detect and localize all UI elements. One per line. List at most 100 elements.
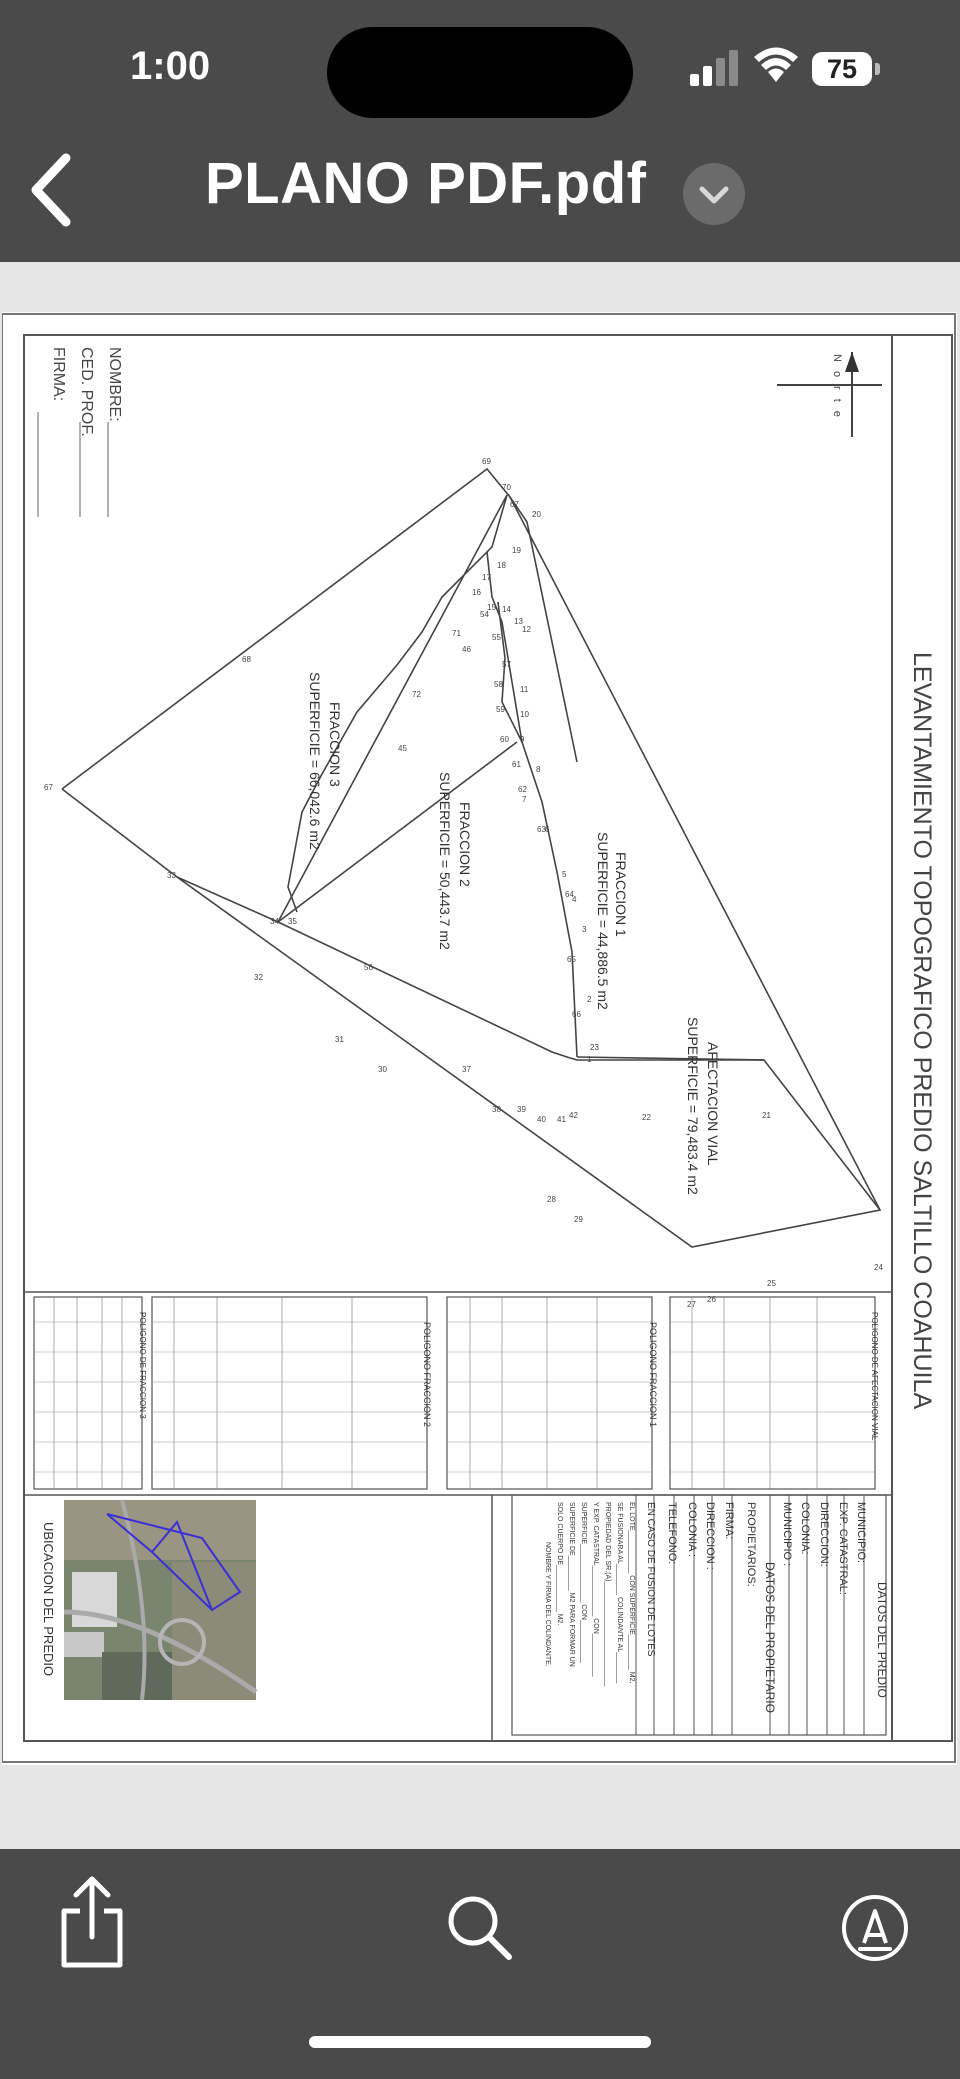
north-label: Norte	[831, 354, 843, 426]
svg-text:31: 31	[335, 1035, 344, 1044]
svg-text:15: 15	[487, 603, 496, 612]
topographic-plan: LEVANTAMIENTO TOPOGRAFICO PREDIO SALTILL…	[2, 313, 956, 1763]
prop-colonia2: COLONIA :	[686, 1502, 698, 1557]
owner-data-block: DATOS DEL PREDIO MUNICIPIO: EXP. CATASTR…	[511, 1494, 889, 1736]
svg-text:54: 54	[480, 610, 489, 619]
svg-text:3: 3	[582, 925, 587, 934]
share-icon[interactable]	[52, 1873, 132, 1973]
svg-text:65: 65	[567, 955, 576, 964]
table-afectacion-title: POLIGONO DE AFECTACION VIAL	[870, 1312, 879, 1441]
svg-text:22: 22	[642, 1113, 651, 1122]
cellular-signal-icon	[690, 50, 738, 86]
svg-text:33: 33	[167, 871, 176, 880]
svg-text:2: 2	[587, 995, 592, 1004]
svg-text:67: 67	[44, 783, 53, 792]
svg-text:57: 57	[502, 660, 511, 669]
tables-region: POLIGONO DE AFECTACION VIAL POLIGONO FRA…	[33, 1296, 879, 1490]
table-fraccion-3-title: POLIGONO DE FRACCION 3	[138, 1312, 147, 1419]
predio-exp: EXP. CATASTRAL:	[837, 1502, 849, 1595]
svg-text:60: 60	[500, 735, 509, 744]
prop-colonia: COLONIA:	[799, 1502, 811, 1555]
svg-text:18: 18	[497, 561, 506, 570]
svg-text:55: 55	[492, 633, 501, 642]
fusion-line-4: Y EXP. CATASTRAL_____________ CON_______…	[592, 1502, 599, 1677]
afectacion-name: AFECTACION VIAL	[705, 1042, 721, 1166]
svg-text:13: 13	[514, 617, 523, 626]
predio-title: DATOS DEL PREDIO	[875, 1582, 889, 1698]
svg-text:21: 21	[762, 1111, 771, 1120]
svg-text:40: 40	[537, 1115, 546, 1124]
ubicacion-label: UBICACION DEL PREDIO	[41, 1522, 56, 1676]
table-fraccion-2-title: POLIGONO FRACCION 2	[422, 1322, 432, 1427]
fraction-3-name: FRACCION 3	[327, 702, 343, 787]
svg-text:28: 28	[547, 1195, 556, 1204]
afectacion-area: SUPERFICIE = 79,483.4 m2	[685, 1017, 701, 1195]
svg-text:11: 11	[520, 685, 529, 694]
plan-title: LEVANTAMIENTO TOPOGRAFICO PREDIO SALTILL…	[908, 652, 936, 1409]
svg-text:70: 70	[502, 483, 511, 492]
svg-text:24: 24	[874, 1263, 883, 1272]
svg-text:58: 58	[494, 680, 503, 689]
svg-text:12: 12	[522, 625, 531, 634]
svg-text:62: 62	[518, 785, 527, 794]
svg-text:45: 45	[398, 744, 407, 753]
fraction-3-area: SUPERFICIE = 66,042.6 m2	[307, 672, 323, 850]
fraction-2-name: FRACCION 2	[457, 802, 473, 887]
parcel-lines	[61, 467, 882, 1248]
svg-text:39: 39	[517, 1105, 526, 1114]
battery-indicator: 75	[812, 52, 872, 86]
svg-text:19: 19	[512, 546, 521, 555]
fraction-1-area: SUPERFICIE = 44,886.5 m2	[595, 832, 611, 1010]
location-aerial-photo	[63, 1499, 258, 1701]
fusion-line-8: NOMBRE Y FIRMA DEL COLINDANTE.	[544, 1542, 551, 1667]
fraction-2-area: SUPERFICIE = 50,443.7 m2	[437, 772, 453, 950]
title-menu-button[interactable]	[683, 163, 745, 225]
fraction-1-name: FRACCION 1	[613, 852, 629, 937]
prop-propietarios: PROPIETARIOS:	[745, 1502, 757, 1587]
svg-text:61: 61	[512, 760, 521, 769]
svg-text:14: 14	[502, 605, 511, 614]
fusion-line-5: SUPERFICIE_______________ CON___________	[580, 1502, 587, 1663]
prop-firma: FIRMA:	[723, 1502, 735, 1539]
svg-text:20: 20	[532, 510, 541, 519]
svg-text:66: 66	[572, 1010, 581, 1019]
svg-text:37: 37	[462, 1065, 471, 1074]
pdf-page: LEVANTAMIENTO TOPOGRAFICO PREDIO SALTILL…	[2, 312, 957, 1765]
svg-text:30: 30	[378, 1065, 387, 1074]
svg-text:56: 56	[364, 963, 373, 972]
svg-text:23: 23	[590, 1043, 599, 1052]
chevron-down-icon	[699, 186, 729, 204]
svg-text:5: 5	[562, 870, 567, 879]
svg-text:7: 7	[522, 795, 527, 804]
svg-text:68: 68	[242, 655, 251, 664]
pdf-page-area[interactable]: LEVANTAMIENTO TOPOGRAFICO PREDIO SALTILL…	[0, 262, 960, 1849]
svg-text:4: 4	[572, 895, 577, 904]
back-chevron-icon[interactable]	[22, 150, 82, 230]
home-indicator[interactable]	[309, 2036, 651, 2048]
markup-icon[interactable]	[840, 1893, 910, 1963]
fusion-line-7: SOLO CUERPO DE____________ M2.	[556, 1502, 563, 1625]
svg-text:8: 8	[536, 765, 541, 774]
svg-text:69: 69	[482, 457, 491, 466]
table-fraccion-1-title: POLIGONO FRACCION 1	[648, 1322, 658, 1427]
svg-text:46: 46	[462, 645, 471, 654]
svg-text:29: 29	[574, 1215, 583, 1224]
svg-text:67: 67	[510, 500, 519, 509]
inner-border	[23, 334, 953, 1742]
document-title[interactable]: PLANO PDF.pdf	[205, 151, 647, 216]
svg-text:17: 17	[482, 573, 491, 582]
prop-title: DATOS DEL PROPIETARIO	[763, 1562, 777, 1713]
svg-text:32: 32	[254, 973, 263, 982]
prop-telefono: TELEFONO:	[666, 1502, 678, 1564]
svg-text:26: 26	[707, 1295, 716, 1304]
wifi-icon	[754, 47, 798, 82]
svg-text:63: 63	[537, 825, 546, 834]
outer-border	[2, 313, 956, 1763]
svg-text:59: 59	[496, 705, 505, 714]
north-arrow-icon: Norte	[777, 352, 882, 437]
svg-text:72: 72	[412, 690, 421, 699]
prop-direccion: DIRECCION :	[704, 1502, 716, 1570]
predio-municipio: MUNICIPIO:	[855, 1502, 867, 1563]
svg-text:6: 6	[545, 825, 550, 834]
search-icon[interactable]	[445, 1893, 515, 1963]
